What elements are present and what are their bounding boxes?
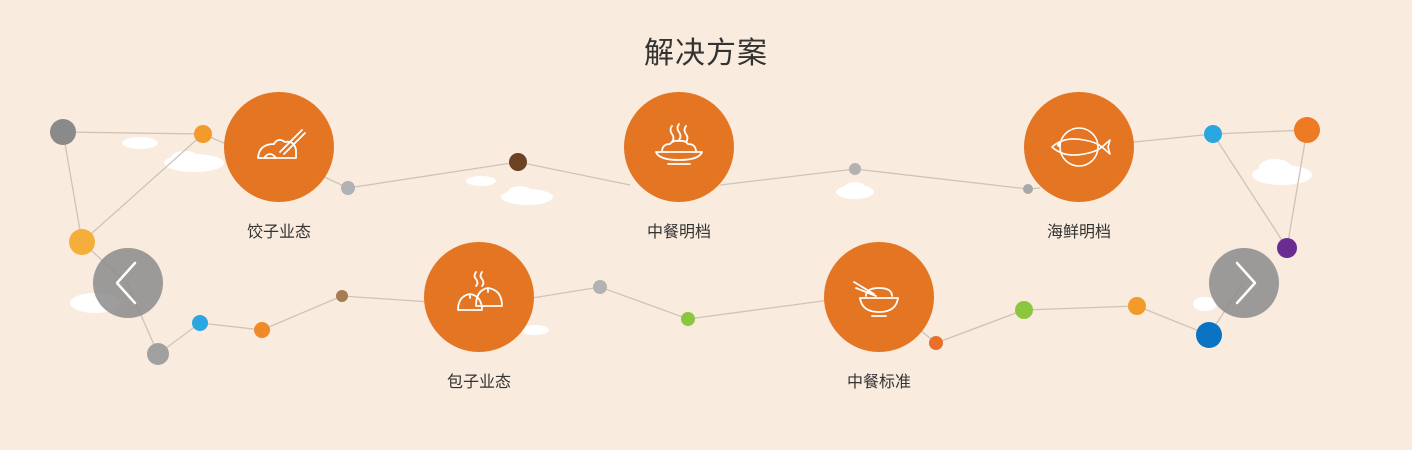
steamed-buns-icon xyxy=(457,271,503,311)
next-button[interactable] xyxy=(1209,248,1279,318)
solution-label-chinese-standard: 中餐标准 xyxy=(846,372,911,391)
chevron-left-icon xyxy=(115,261,137,305)
solution-chinese-open-kitchen[interactable] xyxy=(624,92,734,202)
prev-button[interactable] xyxy=(93,248,163,318)
steaming-rice-plate-icon xyxy=(655,123,703,165)
rice-bowl-chopsticks-icon xyxy=(853,281,899,317)
solution-label-dumplings: 饺子业态 xyxy=(246,222,311,241)
network-nodes xyxy=(50,117,1320,365)
dumplings-chopsticks-icon xyxy=(257,129,306,159)
solution-dumplings[interactable] xyxy=(224,92,334,202)
solution-seafood-open-kitchen[interactable] xyxy=(1024,92,1134,202)
solution-chinese-standard[interactable] xyxy=(824,242,934,352)
chevron-right-icon xyxy=(1235,261,1257,305)
solution-steamed-buns[interactable] xyxy=(424,242,534,352)
solution-label-seafood-open-kitchen: 海鲜明档 xyxy=(1046,222,1111,241)
fish-plate-icon xyxy=(1051,127,1111,167)
solution-label-steamed-buns: 包子业态 xyxy=(446,372,511,391)
network-lines xyxy=(62,129,1308,355)
section-title: 解决方案 xyxy=(644,36,768,71)
solution-label-chinese-open-kitchen: 中餐明档 xyxy=(646,222,711,241)
